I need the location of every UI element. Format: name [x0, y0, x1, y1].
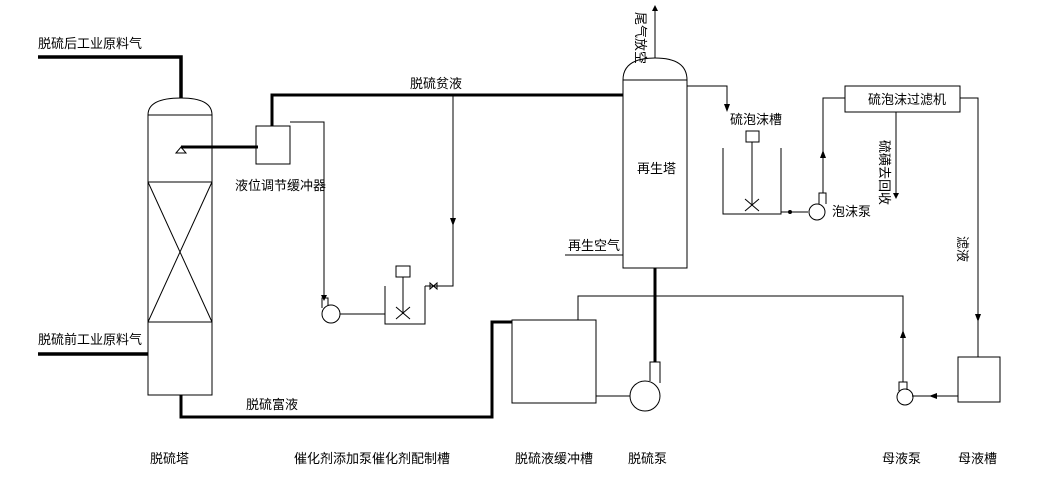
catalyst-pump	[321, 297, 385, 324]
mother-tank-caption: 母液槽	[958, 452, 997, 467]
vent-label: 尾气放空	[632, 12, 648, 64]
filtrate-label: 滤液	[954, 236, 969, 262]
filter-label: 硫泡沫过滤机	[868, 93, 946, 108]
lean-branch-line	[425, 95, 454, 287]
foam-tank	[722, 130, 782, 215]
desulf-pump-caption: 脱硫泵	[628, 452, 667, 467]
lean-liquid-label: 脱硫贫液	[410, 76, 462, 92]
mother-tank	[957, 356, 1001, 403]
rich-liquid-line	[179, 320, 512, 419]
mother-return-line	[577, 295, 904, 382]
mother-pump	[896, 381, 914, 406]
buffer-regulator-box	[255, 125, 291, 165]
desulf-tower-caption: 脱硫塔	[150, 452, 189, 467]
foam-to-filter-line	[822, 97, 845, 193]
gas-out-line	[38, 55, 183, 98]
desulf-tower	[147, 97, 213, 396]
catalyst-tank-caption: 催化剂配制槽	[372, 452, 450, 467]
foam-tank-label: 硫泡沫槽	[730, 113, 782, 128]
catalyst-pump-caption: 催化剂添加泵	[294, 452, 372, 467]
foam-pump	[808, 192, 827, 221]
liquid-buffer-tank	[511, 319, 597, 404]
sulfur-recovery-label: 硫磺去回收	[876, 140, 891, 205]
valve-icon	[429, 281, 438, 291]
gas-out-label: 脱硫后工业原料气	[38, 36, 142, 52]
filtrate-line	[960, 97, 979, 357]
foam-pump-label: 泡沫泵	[832, 205, 871, 220]
desulf-pump	[629, 361, 661, 412]
catalyst-return-line	[290, 121, 327, 301]
regen-air-label: 再生空气	[568, 238, 620, 254]
filter-box	[844, 85, 961, 113]
buffer-regulator-label: 液位调节缓冲器	[235, 179, 326, 194]
regen-tower-label: 再生塔	[637, 162, 676, 177]
mother-pump-caption: 母液泵	[882, 452, 921, 467]
liquid-buffer-tank-caption: 脱硫液缓冲槽	[515, 452, 593, 467]
catalyst-tank	[384, 265, 426, 325]
rich-liquid-label: 脱硫富液	[246, 397, 298, 413]
overflow-line	[687, 85, 728, 110]
lean-liquid-line	[270, 93, 623, 126]
gas-in-label: 脱硫前工业原料气	[38, 332, 142, 348]
